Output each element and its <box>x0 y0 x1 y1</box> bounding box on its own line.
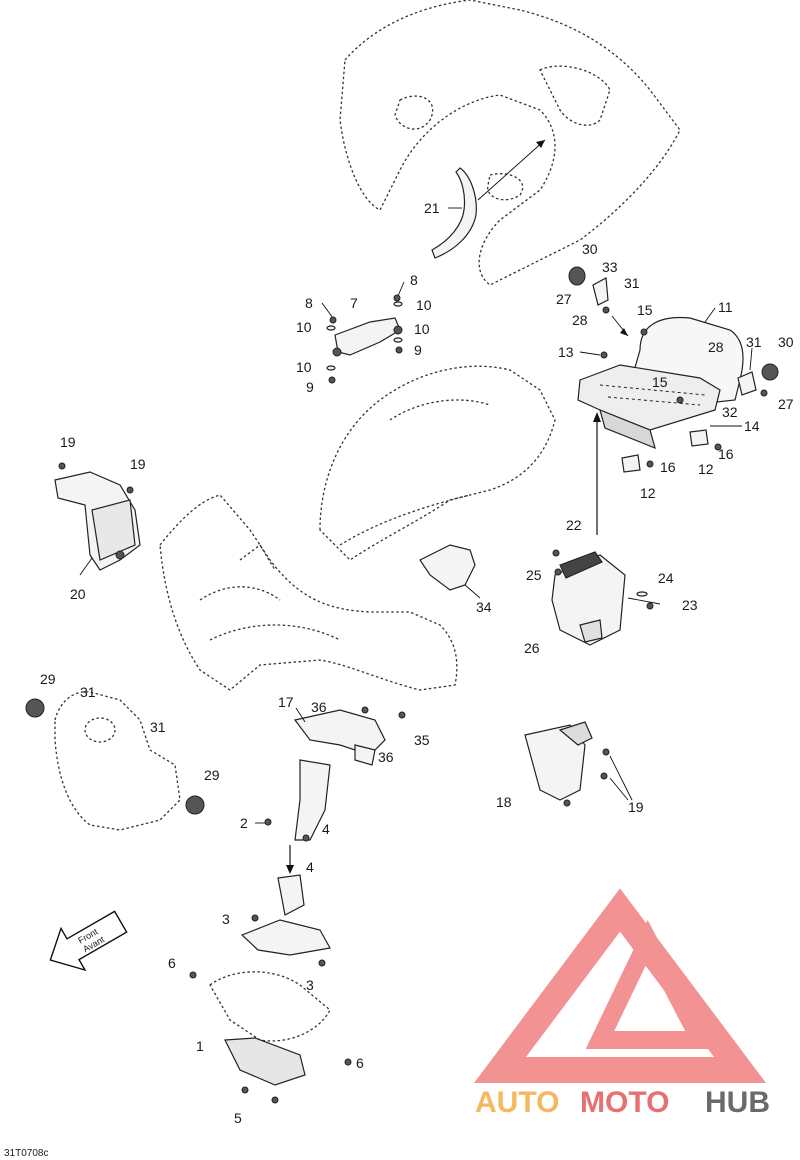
callout-8-a: 8 <box>305 295 313 311</box>
callout-3-b: 3 <box>306 977 314 993</box>
reference-code: 31T0708c <box>4 1148 48 1159</box>
lower-bracket <box>240 874 331 967</box>
callout-16-b: 16 <box>660 459 676 475</box>
hardware-12-group <box>621 425 742 473</box>
callout-27-a: 27 <box>556 291 572 307</box>
part-34-mount <box>419 544 481 599</box>
callout-4-a: 4 <box>322 821 330 837</box>
callout-8-b: 8 <box>410 272 418 288</box>
part-18-shield <box>524 721 633 807</box>
callout-22: 22 <box>566 517 582 533</box>
callout-28-b: 28 <box>708 339 724 355</box>
callout-23: 23 <box>682 597 698 613</box>
part-17-bumper-frame <box>293 706 406 841</box>
hardware-30-group-top <box>568 266 629 337</box>
callout-15-b: 15 <box>652 374 668 390</box>
front-fender <box>159 494 458 691</box>
callout-32: 32 <box>722 404 738 420</box>
callout-12-b: 12 <box>640 485 656 501</box>
watermark-text-auto: AUTO <box>475 1086 559 1119</box>
callout-33: 33 <box>602 259 618 275</box>
callout-9-b: 9 <box>306 379 314 395</box>
callout-31-a: 31 <box>624 275 640 291</box>
part-26-box <box>551 551 626 646</box>
callout-16-a: 16 <box>718 446 734 462</box>
part-7-bracket <box>332 317 403 357</box>
callout-11: 11 <box>718 299 733 315</box>
callout-17: 17 <box>278 694 294 710</box>
part-21-deflector <box>431 167 477 259</box>
callout-9-a: 9 <box>414 342 422 358</box>
callout-10-a: 10 <box>296 319 312 335</box>
hardware-7-group <box>321 281 405 384</box>
watermark-text: AUTO MOTO HUB <box>475 1086 770 1119</box>
watermark-logo <box>474 888 766 1083</box>
callout-19-a: 19 <box>60 434 76 450</box>
front-direction-arrow: Front Avant <box>49 910 128 972</box>
callout-26: 26 <box>524 640 540 656</box>
callout-15-a: 15 <box>637 302 653 318</box>
callout-19-c: 19 <box>628 799 644 815</box>
callout-10-b: 10 <box>416 297 432 313</box>
callout-34: 34 <box>476 599 492 615</box>
callout-29-a: 29 <box>40 671 56 687</box>
callout-31-d: 31 <box>150 719 166 735</box>
callout-20: 20 <box>70 586 86 602</box>
callout-3-a: 3 <box>222 911 230 927</box>
callout-30-b: 30 <box>778 334 794 350</box>
part-20-storage-box <box>54 462 141 576</box>
callout-6-b: 6 <box>356 1055 364 1071</box>
callout-4-b: 4 <box>306 859 314 875</box>
callout-6-a: 6 <box>168 955 176 971</box>
callout-31-c: 31 <box>80 684 96 700</box>
callout-2: 2 <box>240 815 248 831</box>
callout-36-a: 36 <box>311 699 327 715</box>
callout-28-a: 28 <box>572 312 588 328</box>
callout-27-b: 27 <box>778 396 794 412</box>
part-11-rear-rack <box>577 316 744 450</box>
callout-7: 7 <box>350 295 358 311</box>
callout-30-a: 30 <box>582 241 598 257</box>
callout-36-b: 36 <box>378 749 394 765</box>
callout-24: 24 <box>658 570 674 586</box>
callout-35: 35 <box>414 732 430 748</box>
callout-10-c: 10 <box>414 321 430 337</box>
rear-fender <box>339 0 681 286</box>
callout-1: 1 <box>196 1038 204 1054</box>
center-body-panel <box>319 365 556 561</box>
watermark-text-hub: HUB <box>705 1086 770 1119</box>
callout-18: 18 <box>496 794 512 810</box>
watermark-text-moto: MOTO <box>580 1086 669 1119</box>
callout-13: 13 <box>558 344 574 360</box>
callout-14: 14 <box>744 418 760 434</box>
hardware-30-group-right <box>737 347 779 397</box>
callout-29-b: 29 <box>204 767 220 783</box>
callout-10-d: 10 <box>296 359 312 375</box>
callout-25: 25 <box>526 567 542 583</box>
front-fascia <box>25 691 205 831</box>
logo-triangle-inner <box>585 919 715 1049</box>
skid-plate <box>189 971 352 1104</box>
callout-19-b: 19 <box>130 456 146 472</box>
callout-12-a: 12 <box>698 461 714 477</box>
callout-21: 21 <box>424 200 440 216</box>
callout-5: 5 <box>234 1110 242 1126</box>
callout-31-b: 31 <box>746 334 762 350</box>
